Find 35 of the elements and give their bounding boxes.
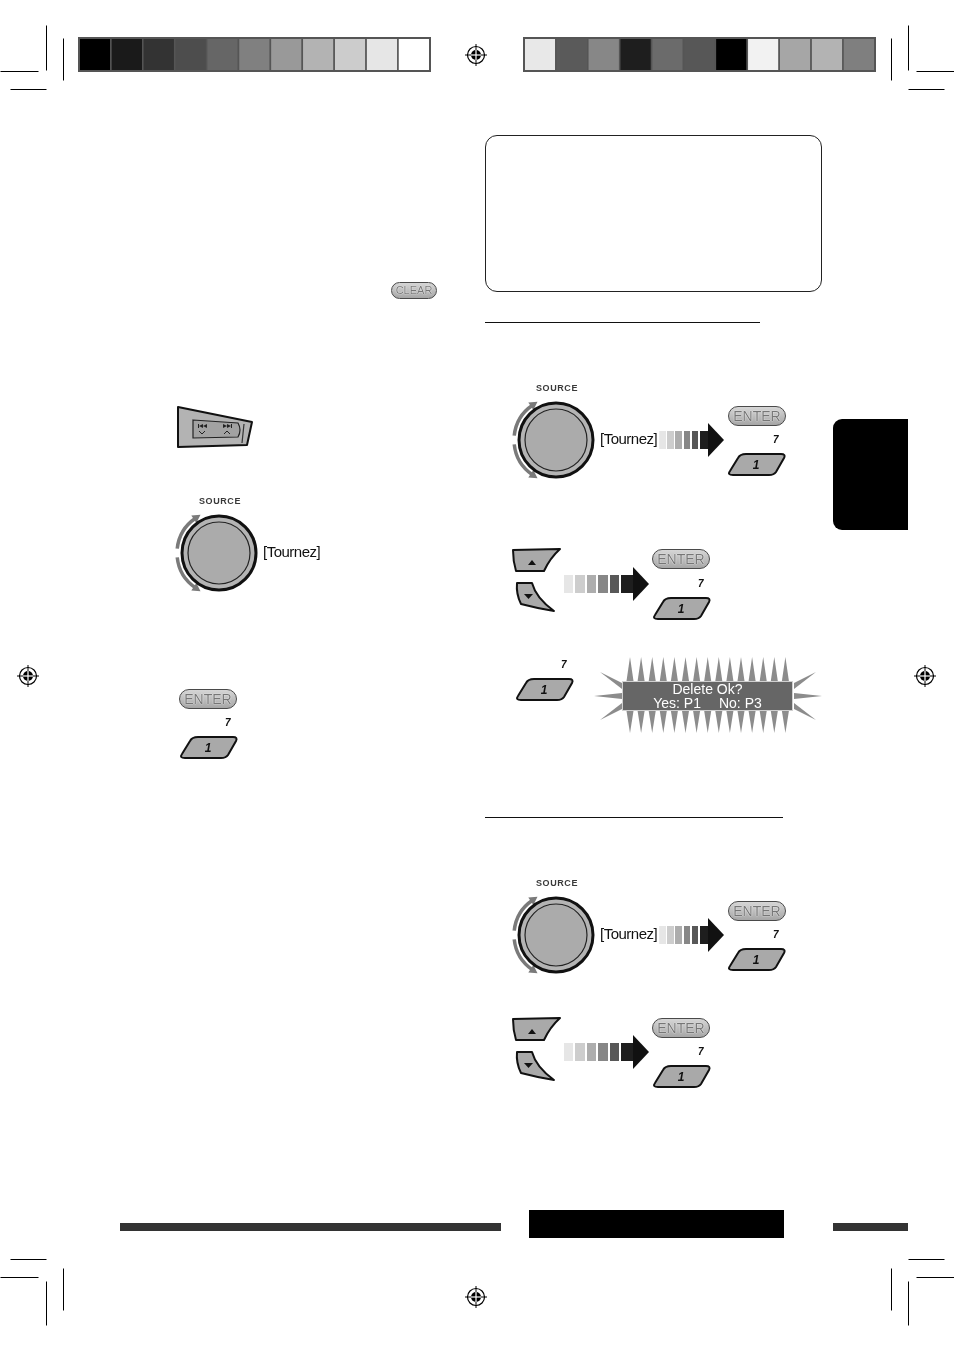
knob-label: SOURCE <box>198 496 242 506</box>
preset-key: 1 <box>725 452 787 477</box>
key-legend: 7 <box>773 928 779 941</box>
key-legend: 7 <box>225 716 231 729</box>
key-button: ENTER <box>652 549 710 569</box>
key-button: ENTER <box>728 406 786 426</box>
block-arrow <box>564 1035 649 1069</box>
block-arrow <box>659 423 724 457</box>
block-arrow <box>564 567 649 601</box>
arrow-keys-drawing <box>510 1015 562 1083</box>
knob-label: SOURCE <box>535 878 579 888</box>
key-button: ENTER <box>652 1018 710 1038</box>
key-button: ENTER <box>728 901 786 921</box>
key-legend: 7 <box>698 577 704 590</box>
knob-label: SOURCE <box>535 383 579 393</box>
preset-key: 1 <box>513 677 575 702</box>
display-text: Yes: P1 <box>653 696 701 710</box>
key-legend: 7 <box>561 658 567 671</box>
arrow-keys-drawing <box>510 546 562 614</box>
block-arrow <box>659 918 724 952</box>
key-button: CLEAR <box>391 282 437 299</box>
preset-key: 1 <box>650 1064 712 1089</box>
preset-key: 1 <box>725 947 787 972</box>
section-tab <box>833 419 908 530</box>
knob-caption: [Tournez] <box>600 429 658 449</box>
key-legend: 7 <box>698 1045 704 1058</box>
knob-caption: [Tournez] <box>600 924 658 944</box>
key-button: ENTER <box>179 689 237 709</box>
lcd-display <box>622 681 793 711</box>
display-text: Delete Ok? <box>672 682 743 696</box>
key-legend: 7 <box>773 433 779 446</box>
preset-key: 1 <box>650 596 712 621</box>
display-text: No: P3 <box>718 696 762 710</box>
preset-key: 1 <box>177 735 239 760</box>
knob-caption: [Tournez] <box>263 542 321 562</box>
